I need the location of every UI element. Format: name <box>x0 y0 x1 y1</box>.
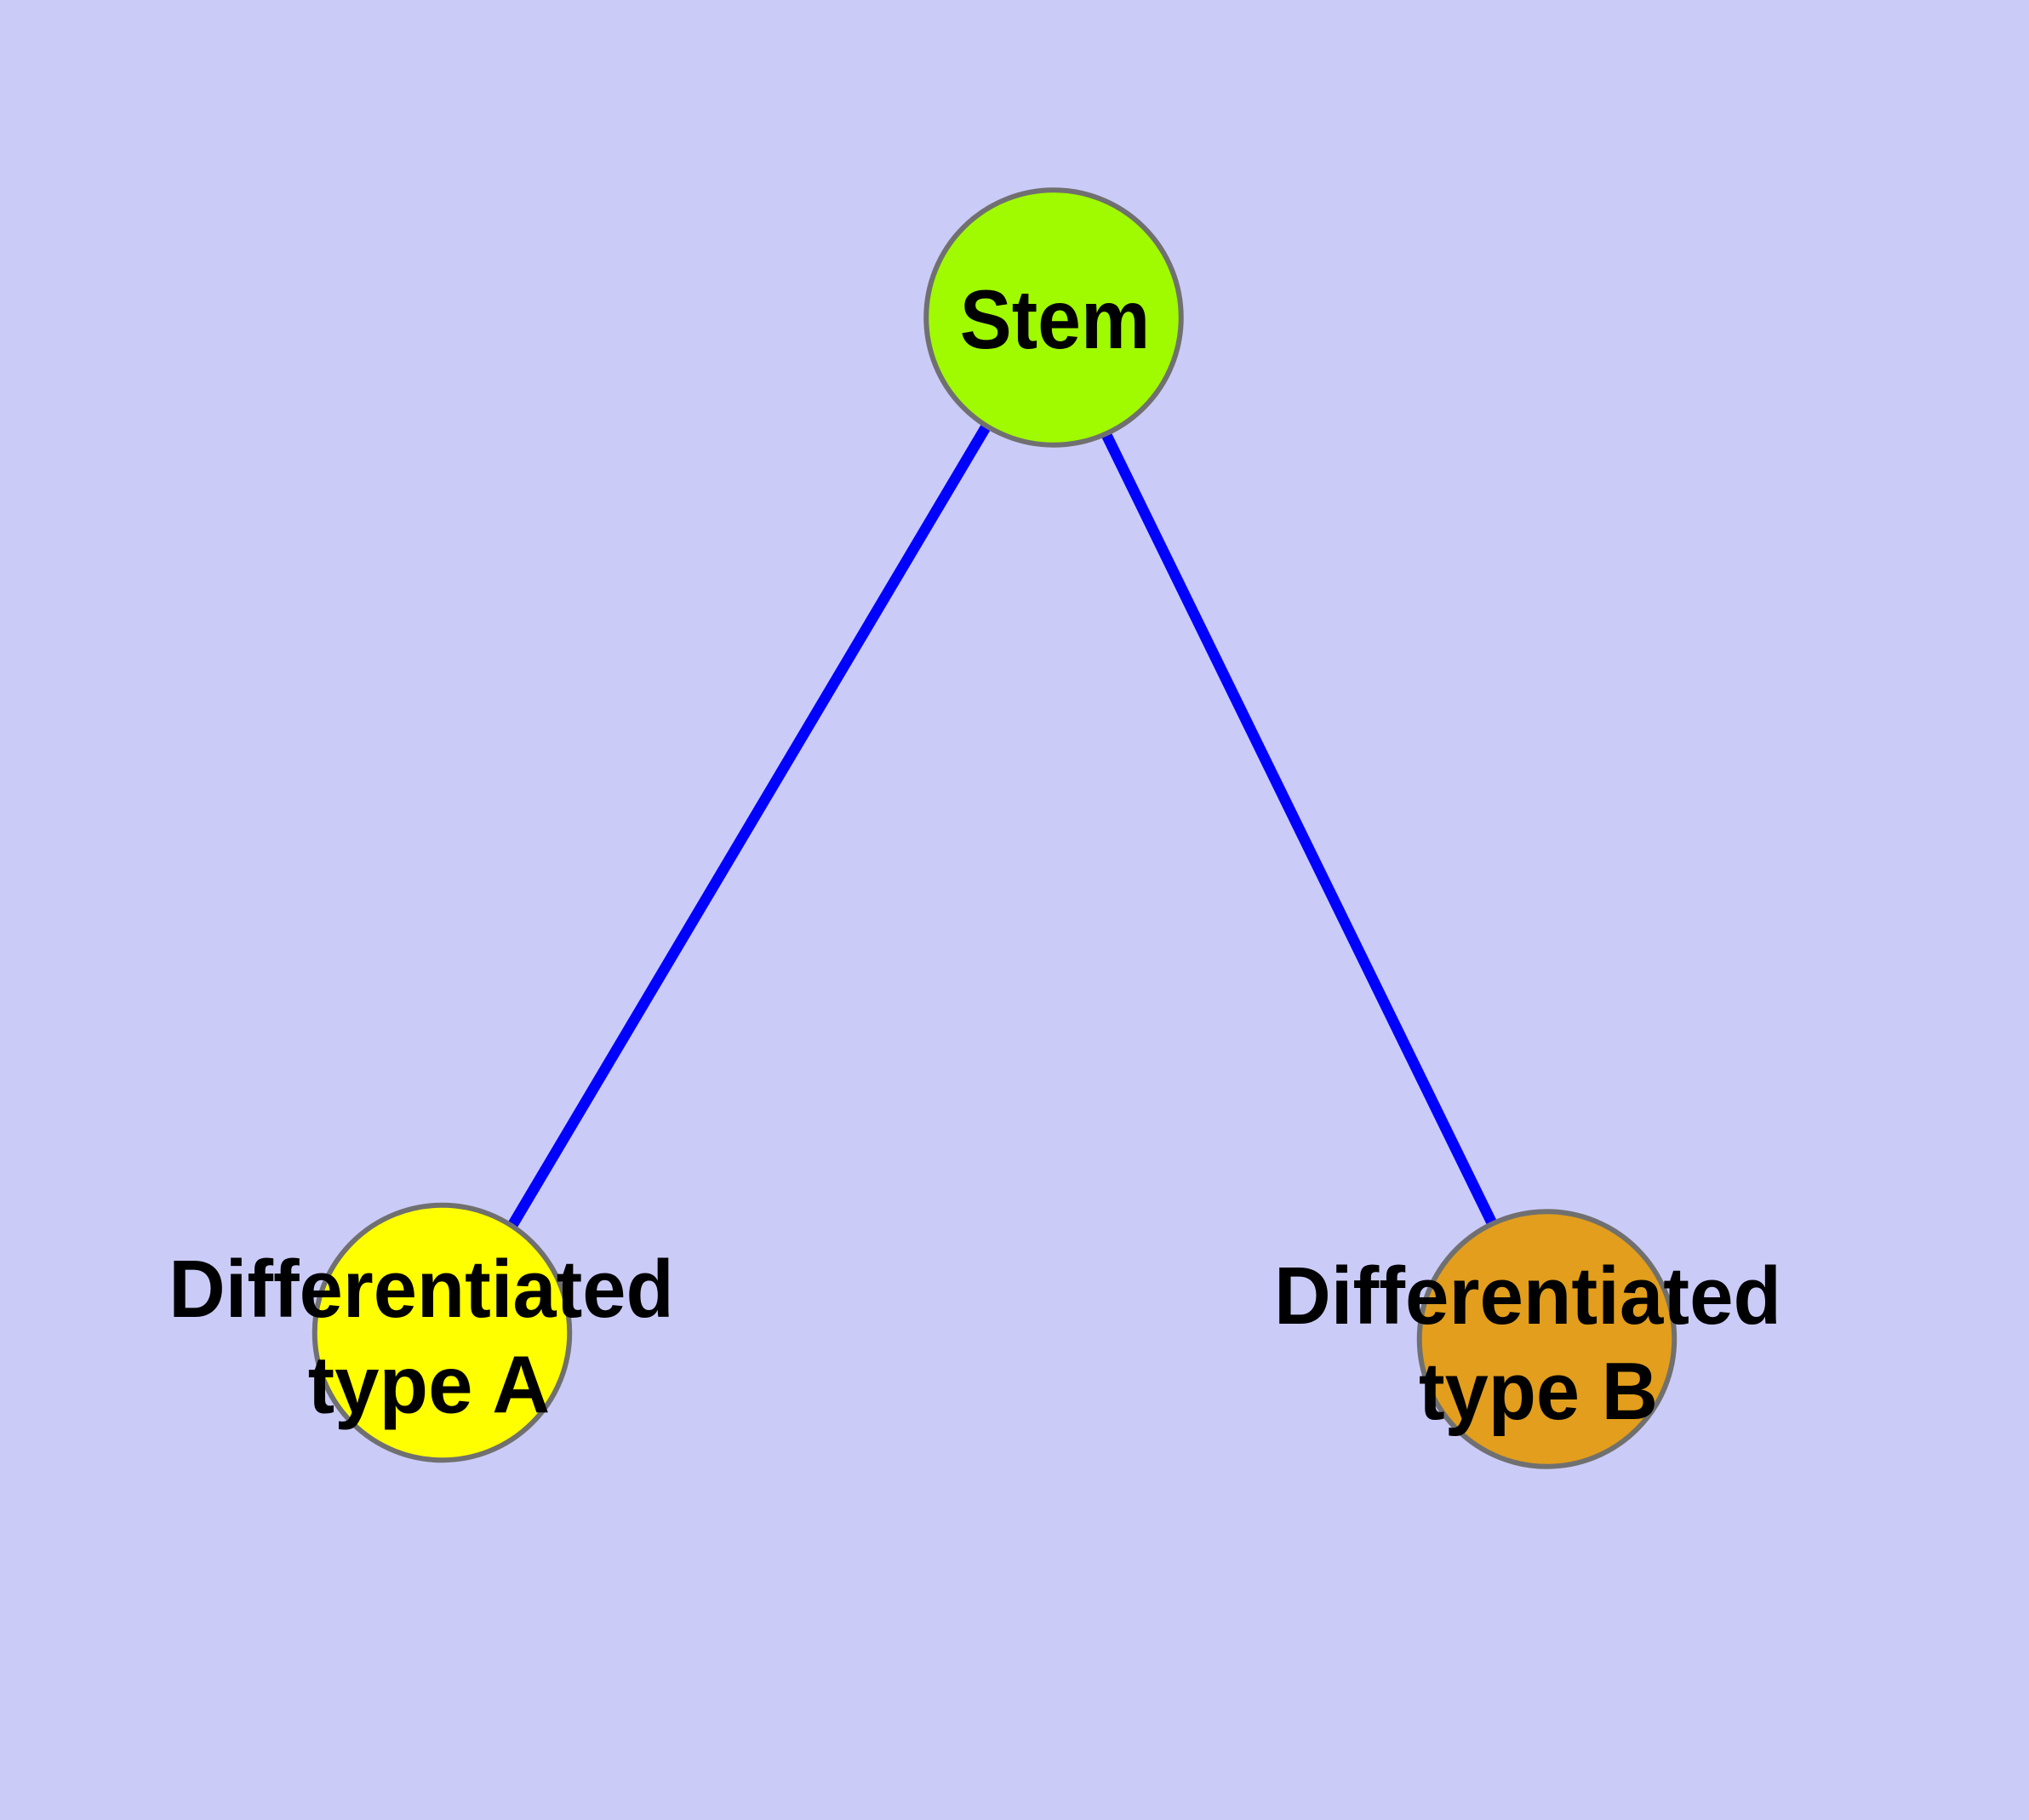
svg-text:type A: type A <box>308 1340 551 1431</box>
svg-text:Differentiated: Differentiated <box>169 1244 674 1335</box>
svg-text:Differentiated: Differentiated <box>1274 1251 1781 1342</box>
svg-text:type B: type B <box>1419 1346 1658 1437</box>
svg-text:Stem: Stem <box>960 272 1151 366</box>
